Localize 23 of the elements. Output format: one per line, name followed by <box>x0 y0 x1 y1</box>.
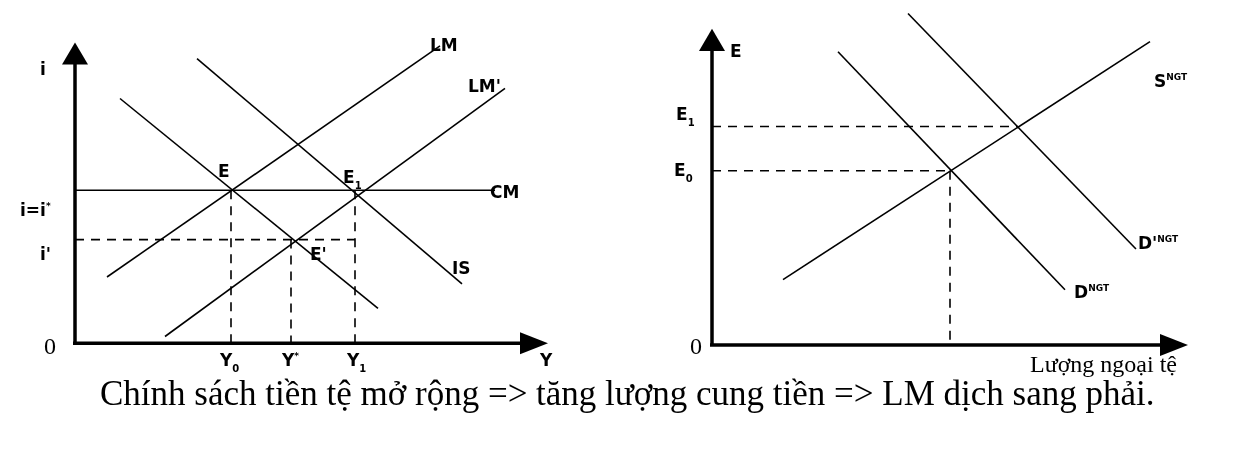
tick-label: Y$_{0}$ <box>220 352 240 374</box>
axis-label: 0 <box>690 334 702 358</box>
curve-label: IS <box>452 260 471 277</box>
curve-label: D$^{NGT}$ <box>1074 283 1110 301</box>
axis-label: i=i$^{*}$ <box>20 202 51 220</box>
axis-label: E <box>730 43 742 61</box>
tick-label: Y$^{*}$ <box>282 352 300 369</box>
point-label: E$_{1}$ <box>343 169 362 192</box>
tick-label: E$_{1}$ <box>676 106 695 129</box>
curve-label: LM' <box>468 78 501 96</box>
point-label: E' <box>310 245 327 263</box>
axis-label: i <box>40 61 46 79</box>
axis-label: i' <box>40 245 52 263</box>
axis-label: 0 <box>44 334 56 358</box>
curve-label: LM <box>430 37 458 55</box>
tick-label: E$_{0}$ <box>674 162 693 185</box>
curve-label: D'$^{NGT}$ <box>1138 234 1179 252</box>
point-label: E <box>218 163 230 181</box>
axis-label: Y <box>540 352 553 369</box>
axis-title: Lượng ngoại tệ <box>1030 352 1177 376</box>
curve-label: CM <box>490 183 520 201</box>
tick-label: Y$_{1}$ <box>347 352 367 374</box>
curve-label: S$^{NGT}$ <box>1154 73 1188 90</box>
